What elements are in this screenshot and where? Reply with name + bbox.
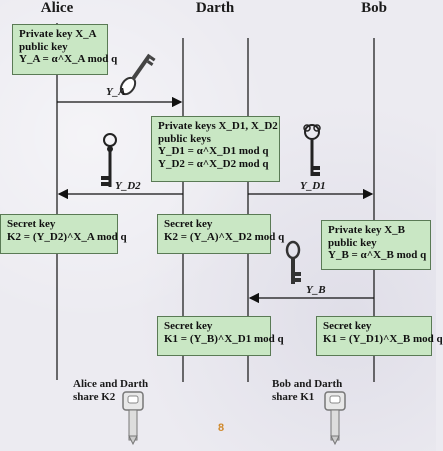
actor-bob: Bob [361,0,387,16]
shared-key-icon-right [324,391,346,446]
darth-private-box: Private keys X_D1, X_D2 public keys Y_D1… [151,116,280,182]
label-yb: Y_B [306,284,326,296]
share-bob-darth: Bob and Darth share K1 [272,378,343,403]
label-yd1: Y_D1 [300,180,326,192]
actor-darth: Darth [195,0,235,16]
alice-private-box: Private key X_A public key Y_A = α^X_A m… [12,24,117,75]
ornate-key-icon [101,133,117,187]
share-alice-darth: Alice and Darth share K2 [73,378,149,403]
darth-secret-k1-box: Secret key K1 = (Y_B)^X_D1 mod q [157,316,284,356]
key-icon [119,53,156,96]
shared-key-icon-left [122,391,144,446]
darth-secret-k2-box: Secret key K2 = (Y_A)^X_D2 mod q [157,214,284,254]
ornate-key-icon-2 [303,124,321,176]
label-ya: Y_A [106,86,126,98]
slide-number: 8 [218,422,225,434]
bob-secret-box: Secret key K1 = (Y_D1)^X_B mod q [316,316,443,356]
alice-secret-box: Secret key K2 = (Y_D2)^X_A mod q [0,214,127,254]
actor-alice: Alice [40,0,74,16]
bob-private-box: Private key X_B public key Y_B = α^X_B m… [321,220,431,270]
label-yd2: Y_D2 [115,180,141,192]
key-icon-2 [285,240,301,284]
